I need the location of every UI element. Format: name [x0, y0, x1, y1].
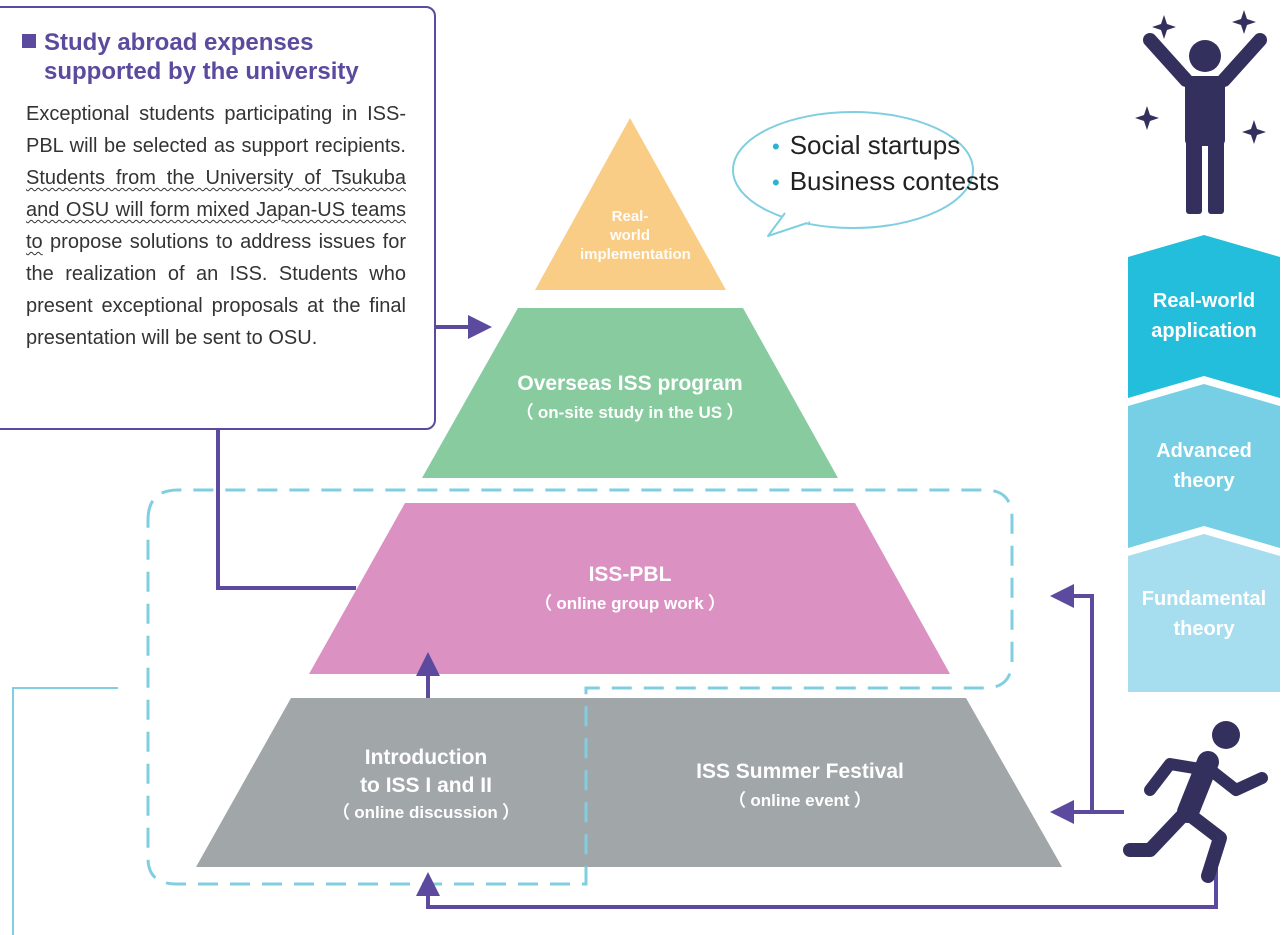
running-person-icon — [1123, 721, 1268, 883]
introduction-title-line1: Introduction — [364, 746, 488, 769]
bubble-item: •Business contests — [772, 166, 1000, 196]
overseas-program-label: Overseas ISS program （ on-site study in … — [430, 372, 830, 424]
overseas-program-subtitle: （ on-site study in the US ） — [516, 403, 744, 422]
callout-box — [0, 6, 436, 430]
runner-to-pbl-arrow — [1050, 584, 1094, 812]
bullet-dot-icon: • — [772, 134, 780, 159]
pyramid-top-shape — [535, 118, 726, 290]
dashed-outline-lower — [146, 520, 588, 886]
celebrating-person-icon — [1143, 33, 1267, 214]
introduction-label: Introduction to ISS I and II （ online di… — [306, 744, 546, 824]
summer-festival-title: ISS Summer Festival — [696, 760, 904, 783]
pyramid-base-shape — [196, 698, 1062, 867]
bullet-dot-icon: • — [772, 170, 780, 195]
side-step-fundamental-label: Fundamental theory — [1141, 588, 1267, 640]
speech-bubble — [732, 111, 974, 237]
iss-pbl-subtitle: （ online group work ） — [534, 594, 726, 613]
bubble-item: •Social startups — [772, 130, 961, 160]
callout-title-line1: Study abroad expenses — [44, 29, 314, 56]
callout-title-line2: supported by the university — [44, 58, 359, 85]
side-step-advanced — [1128, 384, 1280, 548]
overseas-program-title: Overseas ISS program — [517, 372, 743, 395]
side-step-real-world — [1128, 235, 1280, 398]
summer-festival-label: ISS Summer Festival （ online event ） — [630, 760, 970, 812]
pyramid-level2-shape — [422, 308, 838, 478]
pyramid-level3-shape — [309, 503, 950, 674]
sparkle-icon — [1135, 10, 1266, 144]
side-step-advanced-label: Advanced theory — [1156, 440, 1252, 492]
callout-to-pbl-connector — [216, 430, 356, 590]
side-step-fundamental — [1128, 534, 1280, 692]
dashed-outline-upper — [146, 488, 1014, 868]
summer-festival-subtitle: （ online event ） — [728, 791, 872, 810]
introduction-title-line2: to ISS I and II — [360, 774, 492, 797]
introduction-subtitle: （ online discussion ） — [332, 803, 520, 822]
cyan-connector-line — [12, 687, 118, 935]
callout-body-rest: propose solutions to address issues for … — [26, 231, 406, 349]
pyramid-top-label: Real- world implementation — [580, 208, 691, 263]
bottom-loop-arrow — [416, 868, 1218, 909]
square-bullet-icon — [22, 34, 36, 48]
speech-bubble-list: •Social startups •Business contests — [772, 128, 999, 200]
iss-pbl-title: ISS-PBL — [588, 563, 672, 586]
callout-body-underlined: Students from the University of Tsukuba … — [26, 167, 406, 253]
iss-pbl-label: ISS-PBL （ online group work ） — [430, 563, 830, 615]
side-step-real-world-label: Real-world application — [1151, 290, 1257, 342]
callout-body-plain: Exceptional students participating in IS… — [26, 103, 406, 157]
callout-body: Exceptional students participating in IS… — [26, 98, 406, 354]
callout-title: Study abroad expenses supported by the u… — [22, 28, 422, 86]
